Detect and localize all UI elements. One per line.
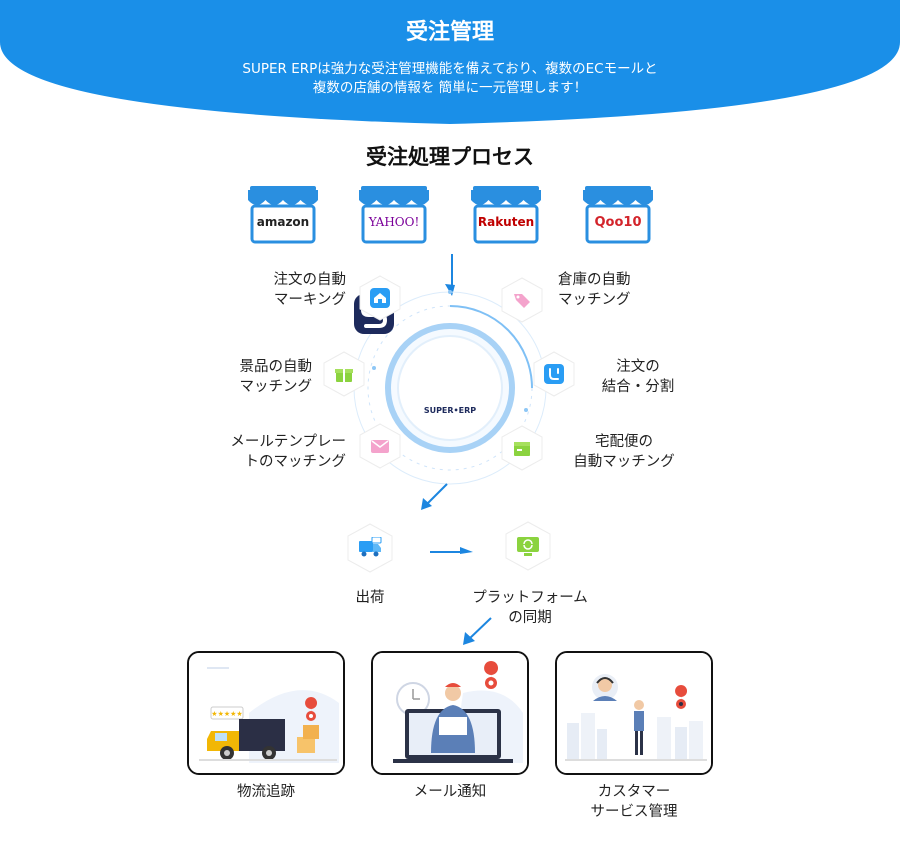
gift-icon xyxy=(320,350,368,398)
step-platform-sync: プラットフォーム の同期 xyxy=(460,588,600,628)
step-label: の同期 xyxy=(508,610,552,626)
hero-background xyxy=(0,0,900,124)
page-title: 受注管理 xyxy=(405,20,494,45)
qoo10-store-icon: Qoo10 xyxy=(583,186,653,244)
yahoo-store-icon: YAHOO! xyxy=(359,186,429,244)
feature-order-merge-split: 注文の 結合・分割 xyxy=(590,357,686,397)
store-name: amazon xyxy=(256,215,310,229)
store-name: YAHOO! xyxy=(368,215,420,229)
step-label: プラットフォーム xyxy=(472,590,588,606)
super-erp-hub: SUPER•ERP xyxy=(350,290,550,490)
box-icon xyxy=(498,424,546,472)
store-name: Rakuten xyxy=(477,215,535,229)
arrow-down-left-icon xyxy=(463,617,492,645)
feature-label: メールテンプレー xyxy=(230,434,346,450)
arrow-down-left-icon xyxy=(421,483,448,510)
feature-label: トのマッチング xyxy=(244,454,347,470)
process-title: 受注処理プロセス xyxy=(366,145,534,169)
outcome-mail-notice: メール通知 xyxy=(413,784,487,800)
feature-label: 自動マッチング xyxy=(573,454,675,470)
feature-label: 結合・分割 xyxy=(601,379,675,395)
amazon-store-icon: amazon xyxy=(248,186,318,244)
feature-label: 倉庫の自動 xyxy=(558,272,631,288)
feature-warehouse-matching: 倉庫の自動 マッチング xyxy=(558,270,668,310)
mail-notice-illustration xyxy=(371,651,529,775)
feature-label: 宅配便の xyxy=(595,434,653,450)
feature-label: 注文の自動 xyxy=(273,272,347,288)
feature-label: 注文の xyxy=(616,359,660,375)
hero-description-line: 複数の店舗の情報を 簡単に一元管理します！ xyxy=(312,80,588,96)
feature-auto-marking: 注文の自動 マーキング xyxy=(246,270,347,310)
truck-icon xyxy=(344,522,396,574)
outcome-label: サービス管理 xyxy=(590,804,678,820)
tag-icon xyxy=(498,276,546,324)
feature-mail-template: メールテンプレー トのマッチング xyxy=(196,432,346,472)
feature-label: マッチング xyxy=(558,292,631,308)
feature-label: マーキング xyxy=(273,292,346,308)
rakuten-store-icon: Rakuten xyxy=(471,186,541,244)
store-name: Qoo10 xyxy=(594,214,642,230)
feature-label: 景品の自動 xyxy=(239,359,313,375)
arrow-right-icon xyxy=(430,547,473,554)
feature-delivery-matching: 宅配便の 自動マッチング xyxy=(560,432,688,472)
mail-icon xyxy=(356,422,404,470)
outcome-tracking: 物流追跡 xyxy=(237,784,295,800)
tracking-illustration: ★★★★★ xyxy=(187,651,345,775)
svg-text:★★★★★: ★★★★★ xyxy=(211,710,242,718)
hero-description-line: SUPER ERPは強力な受注管理機能を備えており、複数のECモールと xyxy=(242,61,658,77)
outcome-customer-service: カスタマー サービス管理 xyxy=(555,782,713,822)
sync-icon xyxy=(502,520,554,572)
hero-description: SUPER ERPは強力な受注管理機能を備えており、複数のECモールと 複数の店… xyxy=(0,60,900,98)
feature-label: マッチング xyxy=(239,379,313,395)
feature-gift-matching: 景品の自動 マッチング xyxy=(206,357,313,397)
outcome-label: カスタマー xyxy=(597,784,671,800)
merge-icon xyxy=(530,350,578,398)
hero-banner: 受注管理 SUPER ERPは強力な受注管理機能を備えており、複数のECモールと… xyxy=(0,0,900,125)
customer-service-illustration xyxy=(555,651,713,775)
hub-brand-label: SUPER•ERP xyxy=(423,406,477,415)
step-shipping: 出荷 xyxy=(355,590,385,606)
home-icon xyxy=(356,274,404,322)
